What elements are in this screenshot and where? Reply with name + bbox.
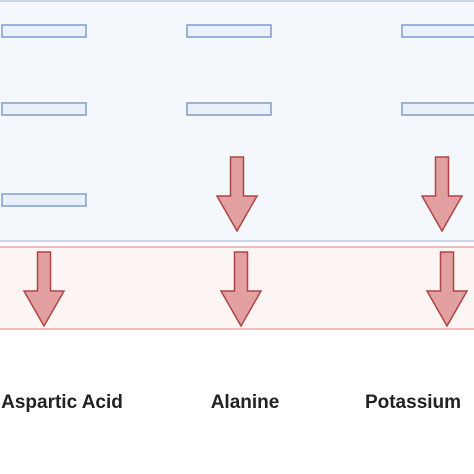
unchanged-bar-potassium-upper-2 (401, 102, 474, 116)
unchanged-bar-aspartic-acid-upper-1 (1, 24, 87, 38)
markers (1, 24, 474, 328)
down-arrow-aspartic-acid-lower-1-icon (22, 251, 66, 328)
column-label-alanine: Alanine (210, 392, 280, 413)
unchanged-bar-potassium-upper-1 (401, 24, 474, 38)
unchanged-bar-aspartic-acid-upper-3 (1, 193, 87, 207)
down-arrow-alanine-upper-3-icon (215, 156, 259, 233)
unchanged-bar-alanine-upper-1 (186, 24, 272, 38)
column-label-potassium: Potassium (364, 392, 462, 413)
unchanged-bar-aspartic-acid-upper-2 (1, 102, 87, 116)
down-arrow-potassium-lower-1-icon (425, 251, 469, 328)
down-arrow-alanine-lower-1-icon (219, 251, 263, 328)
down-arrow-potassium-upper-3-icon (420, 156, 464, 233)
column-label-aspartic-acid: Aspartic Acid (1, 392, 123, 413)
unchanged-bar-alanine-upper-2 (186, 102, 272, 116)
